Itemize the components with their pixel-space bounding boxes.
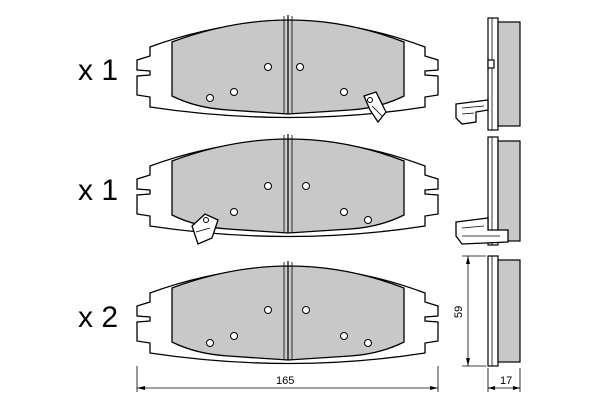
width-dimension-label: 165 bbox=[276, 375, 294, 387]
rivet-hole bbox=[302, 182, 310, 190]
rivet-hole bbox=[364, 216, 372, 224]
rivet-hole bbox=[364, 339, 372, 347]
rivet-hole bbox=[264, 306, 272, 314]
rivet-hole bbox=[264, 63, 272, 71]
quantity-label-1: x 1 bbox=[78, 54, 118, 87]
dimension-width: 165 bbox=[136, 366, 439, 392]
rivet-hole bbox=[230, 208, 238, 216]
rivet-hole bbox=[340, 332, 348, 340]
quantity-label-3: x 2 bbox=[78, 301, 118, 334]
rivet-hole bbox=[230, 332, 238, 340]
rivet-hole bbox=[230, 88, 238, 96]
brake-pad-1 bbox=[136, 15, 439, 124]
wear-sensor-clip-1 bbox=[363, 91, 387, 124]
quantity-label-2: x 1 bbox=[78, 174, 118, 207]
rivet-hole bbox=[296, 63, 304, 71]
rivet-hole bbox=[206, 339, 214, 347]
side-view-3 bbox=[487, 255, 521, 367]
dimension-thickness: 17 bbox=[487, 368, 521, 392]
brake-pad-2 bbox=[136, 134, 439, 245]
rivet-hole bbox=[340, 88, 348, 96]
wear-sensor-clip-2 bbox=[191, 213, 219, 245]
rivet-hole bbox=[340, 208, 348, 216]
rivet-hole bbox=[302, 306, 310, 314]
rivet-hole bbox=[206, 94, 214, 102]
rivet-hole bbox=[264, 182, 272, 190]
side-view-1 bbox=[455, 17, 521, 131]
height-dimension-label: 59 bbox=[453, 306, 465, 318]
brake-pad-3 bbox=[136, 261, 439, 365]
thickness-dimension-label: 17 bbox=[500, 375, 512, 387]
side-view-2 bbox=[455, 136, 521, 246]
dimension-height: 59 bbox=[453, 255, 486, 367]
